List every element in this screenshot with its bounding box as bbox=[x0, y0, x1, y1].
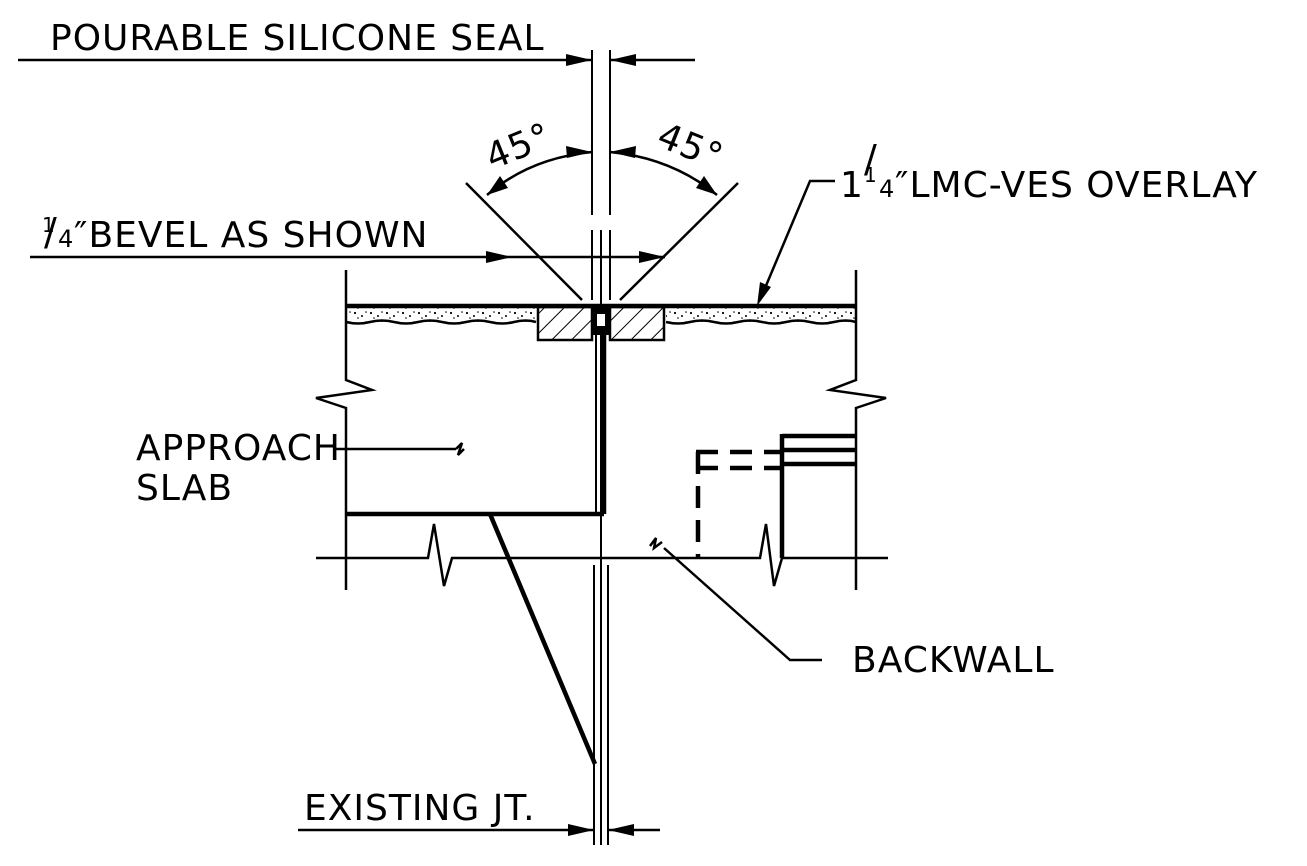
seal-blockouts bbox=[536, 305, 666, 342]
existing-joint-label: EXISTING JT. bbox=[304, 788, 536, 829]
bevel-label: 1 / 4 ″BEVEL AS SHOWN bbox=[42, 210, 428, 256]
bevel-fraction-slash: / bbox=[44, 210, 57, 254]
bevel-numerator: 1 bbox=[42, 213, 55, 237]
joint-gap-lines bbox=[591, 50, 611, 845]
approach-label-line1: APPROACH bbox=[136, 428, 341, 469]
angle-right-label: 45° bbox=[652, 115, 729, 178]
angle-left-label: 45° bbox=[480, 115, 557, 178]
overlay-label: 1 1 / 4 ″LMC-VES OVERLAY bbox=[840, 137, 1258, 206]
overlay-leader bbox=[757, 179, 835, 306]
bevel-denominator: 4 bbox=[58, 225, 73, 253]
overlay-rest: ″LMC-VES OVERLAY bbox=[895, 165, 1258, 206]
bevel-leader bbox=[30, 251, 665, 263]
bevel-angle-lines bbox=[465, 146, 739, 301]
overlay-fraction-slash: / bbox=[864, 137, 877, 181]
overlay-numerator: 1 bbox=[864, 163, 877, 187]
seal-label: POURABLE SILICONE SEAL bbox=[50, 18, 545, 59]
backwall-label: BACKWALL bbox=[852, 640, 1055, 681]
approach-leader bbox=[334, 442, 465, 456]
backwall-outline bbox=[316, 433, 888, 765]
overlay-whole: 1 bbox=[840, 165, 864, 206]
approach-label-line2: SLAB bbox=[136, 468, 233, 509]
bevel-rest: ″BEVEL AS SHOWN bbox=[74, 215, 428, 256]
seal-dimension bbox=[18, 54, 695, 66]
overlay-denominator: 4 bbox=[879, 175, 894, 203]
approach-slab-outline bbox=[315, 270, 887, 590]
existing-joint-dimension bbox=[298, 824, 660, 836]
backwall-leader bbox=[649, 537, 822, 662]
